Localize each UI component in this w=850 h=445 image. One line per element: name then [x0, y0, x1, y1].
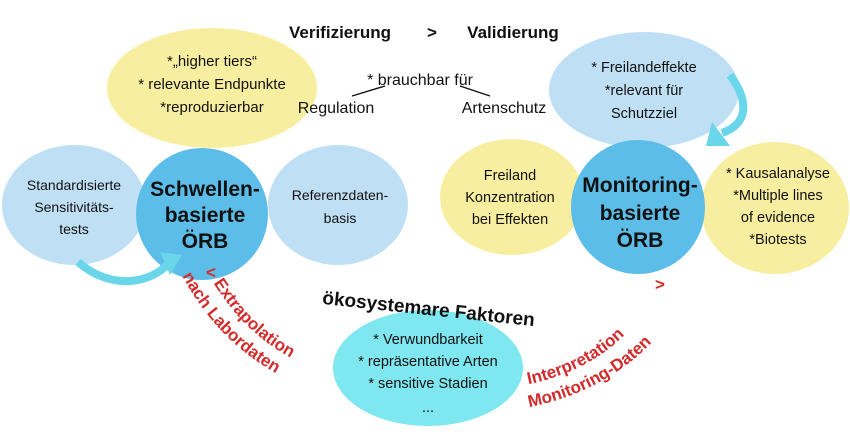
- usable-for-label: * brauchbar für: [367, 72, 474, 89]
- threshold-main-line-3: ÖRB: [182, 230, 229, 253]
- left-top-line-3: *reproduzierbar: [160, 99, 263, 116]
- right-right-line-3: of evidence: [741, 210, 815, 226]
- ecosystem-line-3: * sensitive Stadien: [368, 376, 487, 392]
- right-right-line-2: *Multiple lines: [733, 188, 822, 204]
- regulation-label: Regulation: [298, 100, 375, 117]
- ecosystem-line-2: * repräsentative Arten: [358, 354, 497, 370]
- right-arrow-head: [706, 122, 730, 146]
- left-right-bubble: [268, 145, 408, 265]
- ecosystem-line-1: * Verwundbarkeit: [373, 332, 483, 348]
- ecosystem-factors-bubble: [333, 310, 523, 426]
- right-top-line-3: Schutzziel: [611, 106, 677, 122]
- left-left-line-3: tests: [59, 221, 89, 237]
- monitoring-based-main-bubble: [571, 140, 705, 274]
- left-arc-less-than: <: [206, 263, 216, 282]
- left-right-line-1: Referenzdaten-: [292, 187, 389, 203]
- monitoring-main-line-2: basierte: [600, 202, 681, 225]
- right-top-line-1: * Freilandeffekte: [591, 60, 696, 76]
- species-protection-label: Artenschutz: [462, 100, 546, 117]
- right-right-line-4: *Biotests: [749, 232, 806, 248]
- left-left-line-1: Standardisierte: [27, 177, 121, 193]
- right-left-line-3: bei Effekten: [472, 212, 548, 228]
- left-left-bubble: [2, 145, 146, 265]
- left-curved-arrow: [75, 258, 174, 286]
- right-left-bubble: [440, 139, 584, 255]
- right-left-line-1: Freiland: [484, 168, 536, 184]
- validation-label: Validierung: [467, 23, 559, 42]
- right-arc-greater-than: >: [655, 275, 665, 294]
- verification-label: Verifizierung: [289, 23, 391, 42]
- connector-right: [459, 85, 491, 97]
- connector-left: [351, 85, 386, 97]
- threshold-based-main-bubble: [136, 148, 268, 280]
- right-left-line-2: Konzentration: [465, 190, 554, 206]
- right-top-bubble: [549, 32, 739, 148]
- left-top-line-1: *„higher tiers“: [167, 53, 257, 70]
- right-right-line-1: * Kausalanalyse: [726, 166, 830, 182]
- monitoring-main-line-3: ÖRB: [617, 229, 664, 252]
- threshold-main-line-1: Schwellen-: [150, 178, 260, 201]
- right-top-line-2: *relevant für: [605, 83, 683, 99]
- right-right-bubble: [701, 142, 849, 274]
- left-top-bubble: [107, 28, 317, 148]
- right-curved-arrow: [720, 72, 748, 137]
- monitoring-main-line-1: Monitoring-: [582, 174, 697, 197]
- ecosystem-line-4: ...: [422, 400, 434, 416]
- left-arrow-head: [160, 252, 182, 275]
- threshold-main-line-2: basierte: [165, 204, 246, 227]
- greater-than-sign: >: [427, 23, 437, 42]
- left-top-line-2: * relevante Endpunkte: [138, 76, 286, 93]
- left-right-line-2: basis: [324, 210, 357, 226]
- left-left-line-2: Sensitivitäts-: [34, 199, 114, 215]
